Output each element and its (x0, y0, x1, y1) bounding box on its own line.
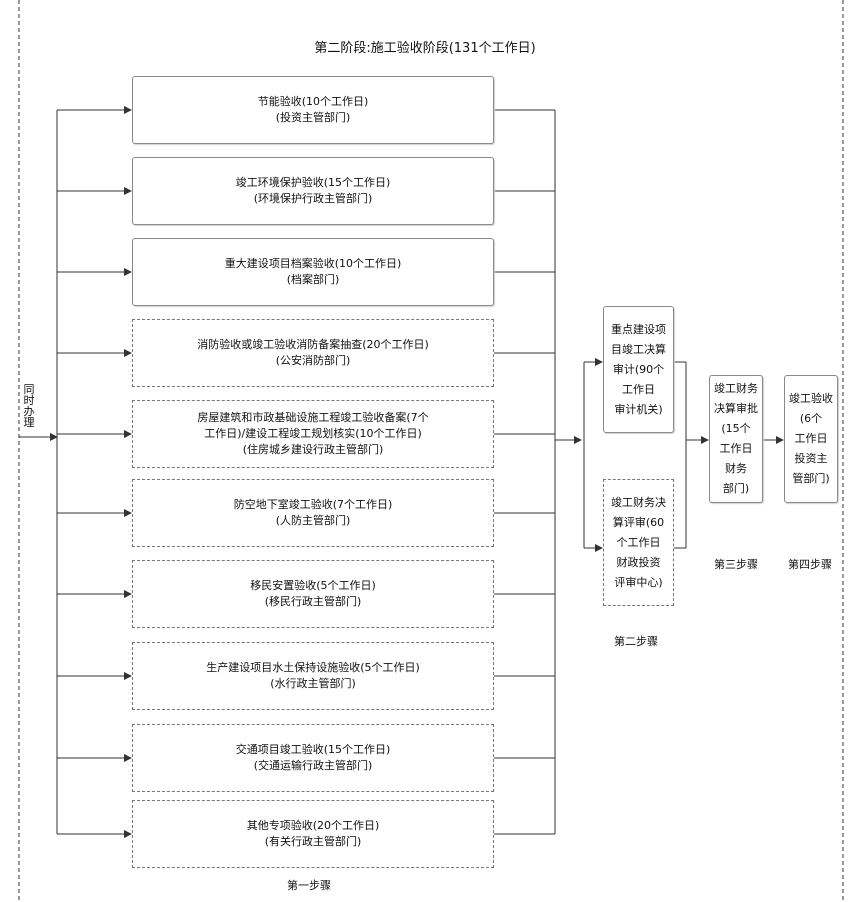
completion-acceptance-box-line-3: 工作日 (794, 432, 828, 445)
step1-box-10-line1: 其他专项验收(20个工作日) (246, 819, 380, 832)
step1-box-8-line2: (水行政主管部门) (270, 677, 356, 690)
step1-box-1-line2: (投资主管部门) (275, 111, 351, 124)
step1-box-1-line1: 节能验收(10个工作日) (257, 95, 369, 108)
financial-review-box-line-4: 财政投资 (616, 555, 661, 569)
final-accounts-approval-box-line-4: 工作日 (719, 442, 753, 455)
step1-box-1: 节能验收(10个工作日) (投资主管部门) (132, 76, 494, 144)
completion-acceptance-box-line-5: 管部门) (792, 472, 830, 485)
completion-acceptance-box-line-2: (6个 (799, 412, 823, 425)
step1-box-6: 防空地下室竣工验收(7个工作日) (人防主管部门) (132, 479, 494, 547)
step2-label: 第二步骤 (614, 635, 658, 648)
step1-box-4-line1: 消防验收或竣工验收消防备案抽查(20个工作日) (197, 338, 429, 351)
final-accounts-approval-box-line-3: (15个 (721, 422, 751, 435)
completion-acceptance-box-line-4: 投资主 (794, 452, 828, 465)
audit-box-line-4: 工作日 (622, 382, 655, 396)
financial-review-box-line-1: 竣工财务决 (611, 495, 666, 509)
audit-box-line-3: 审计(90个 (612, 362, 665, 376)
audit-box-line-2: 目竣工决算 (611, 342, 666, 356)
step1-box-7-line2: (移民行政主管部门) (264, 595, 362, 608)
audit-box: 重点建设项目竣工决算审计(90个工作日审计机关) (603, 306, 674, 433)
final-accounts-approval-box: 竣工财务决算审批 (15个工作日财务部门) (709, 375, 763, 503)
step1-box-2-line1: 竣工环境保护验收(15个工作日) (235, 176, 391, 189)
step1-box-4-line2: (公安消防部门) (275, 354, 351, 367)
step1-box-9-line2: (交通运输行政主管部门) (253, 759, 373, 772)
final-accounts-approval-box-line-5: 财务 (725, 462, 747, 475)
step1-box-3-line2: (档案部门) (286, 273, 340, 286)
step1-box-9-line1: 交通项目竣工验收(15个工作日) (235, 743, 391, 756)
financial-review-box-line-2: 算评审(60 (612, 515, 665, 529)
completion-acceptance-box-line-1: 竣工验收 (789, 392, 833, 405)
step1-box-10-line2: (有关行政主管部门) (264, 835, 362, 848)
financial-review-box-line-3: 个工作日 (616, 535, 661, 549)
audit-box-line-1: 重点建设项 (611, 322, 666, 336)
stage-title: 第二阶段:施工验收阶段(131个工作日) (314, 41, 536, 56)
financial-review-box: 竣工财务决算评审(60 个工作日财政投资评审中心) (603, 479, 674, 606)
step1-box-6-line1: 防空地下室竣工验收(7个工作日) (233, 498, 393, 511)
step3-label: 第三步骤 (714, 558, 758, 571)
step1-box-5-line2: 工作日)/建设工程竣工规划核实(10个工作日) (204, 427, 422, 440)
step1-box-8: 生产建设项目水土保持设施验收(5个工作日) (水行政主管部门) (132, 642, 494, 710)
step1-label: 第一步骤 (287, 879, 331, 892)
step1-box-2: 竣工环境保护验收(15个工作日) (环境保护行政主管部门) (132, 157, 494, 225)
step1-box-4: 消防验收或竣工验收消防备案抽查(20个工作日) (公安消防部门) (132, 319, 494, 387)
step1-box-7: 移民安置验收(5个工作日) (移民行政主管部门) (132, 560, 494, 628)
audit-box-line-5: 审计机关) (614, 402, 663, 416)
step1-box-2-line2: (环境保护行政主管部门) (253, 192, 373, 205)
step1-box-10: 其他专项验收(20个工作日) (有关行政主管部门) (132, 800, 494, 868)
step1-box-7-line1: 移民安置验收(5个工作日) (250, 579, 376, 592)
step1-box-5: 房屋建筑和市政基础设施工程竣工验收备案(7个工作日)/建设工程竣工规划核实(10… (132, 400, 494, 468)
final-accounts-approval-box-line-6: 部门) (722, 482, 750, 495)
step1-box-9: 交通项目竣工验收(15个工作日) (交通运输行政主管部门) (132, 724, 494, 792)
final-accounts-approval-box-line-2: 决算审批 (714, 402, 758, 415)
final-accounts-approval-box-line-1: 竣工财务 (714, 382, 758, 395)
step1-box-8-line1: 生产建设项目水土保持设施验收(5个工作日) (206, 661, 420, 674)
step1-box-3-line1: 重大建设项目档案验收(10个工作日) (224, 257, 402, 270)
parallel-processing-label: 同时办理 (23, 383, 35, 429)
step4-label: 第四步骤 (788, 558, 832, 571)
step1-box-3: 重大建设项目档案验收(10个工作日) (档案部门) (132, 238, 494, 306)
step1-box-5-line3: (住房城乡建设行政主管部门) (242, 443, 384, 456)
step1-box-6-line2: (人防主管部门) (275, 514, 351, 527)
completion-acceptance-box: 竣工验收 (6个工作日投资主管部门) (784, 375, 838, 503)
financial-review-box-line-5: 评审中心) (614, 575, 663, 589)
step1-box-5-line1: 房屋建筑和市政基础设施工程竣工验收备案(7个 (197, 411, 429, 424)
